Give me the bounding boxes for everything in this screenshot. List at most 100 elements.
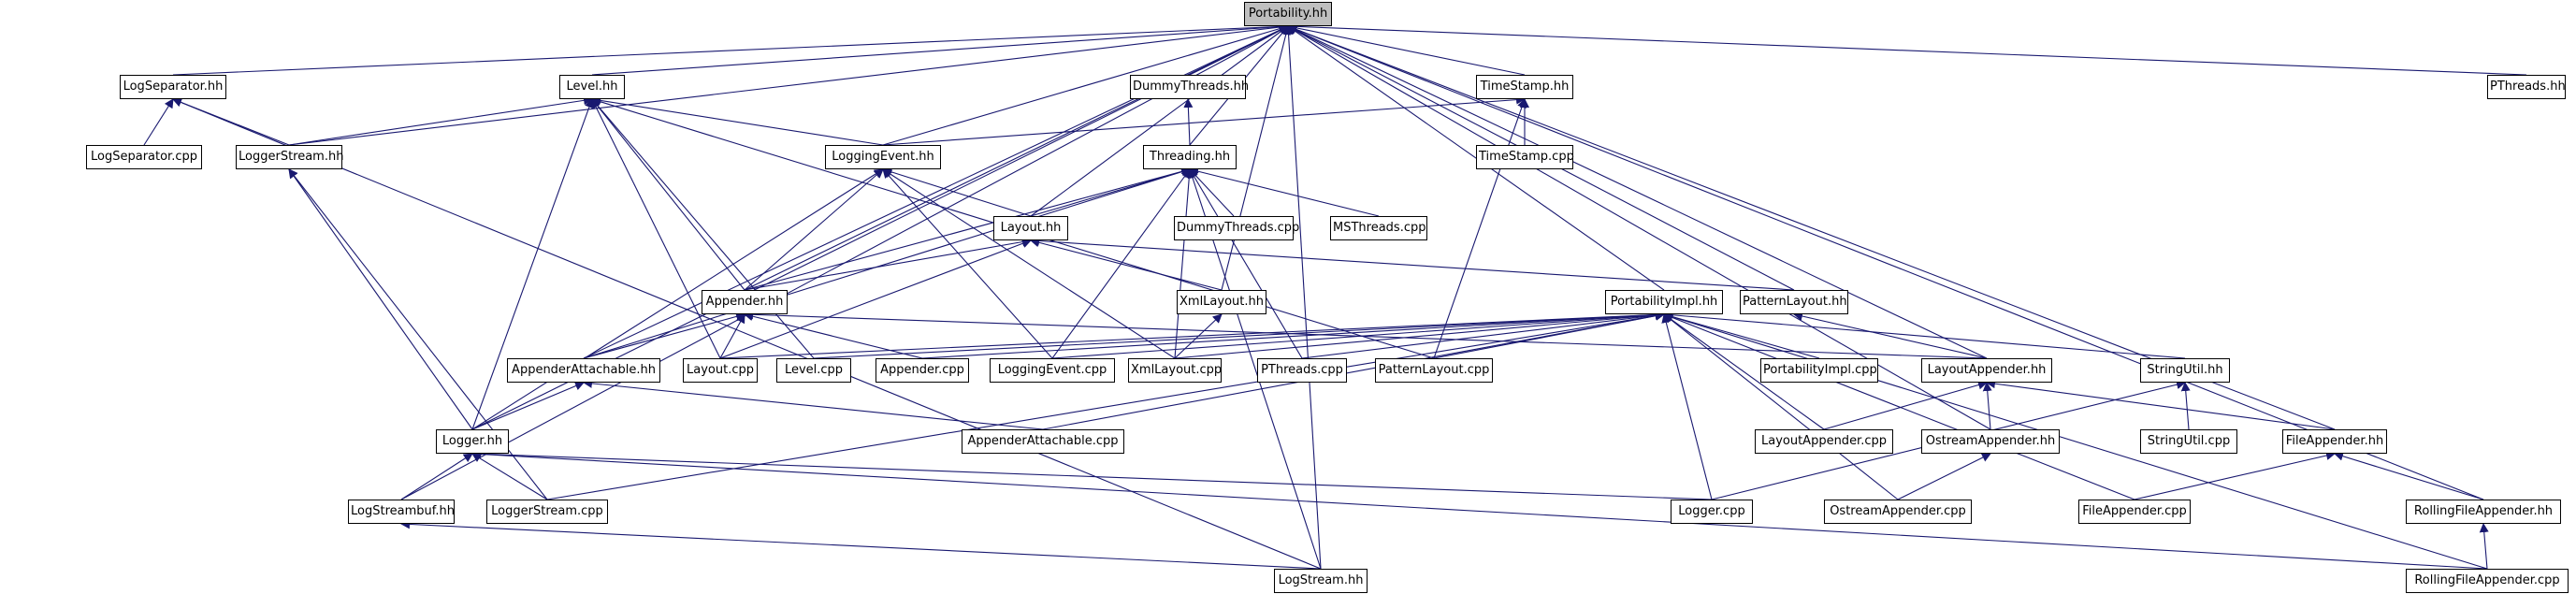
edge-xmllayout_cpp-to-loggingevent_hh bbox=[882, 168, 1176, 359]
node-portabilityimpl-hh[interactable]: PortabilityImpl.hh bbox=[1605, 290, 1723, 314]
node-pthreads-hh[interactable]: PThreads.hh bbox=[2487, 75, 2566, 99]
node-patternlayout-hh[interactable]: PatternLayout.hh bbox=[1740, 290, 1848, 314]
edge-logger_hh-to-loggerstream_hh bbox=[288, 168, 473, 430]
edge-stringutil_cpp-to-stringutil_hh bbox=[2180, 382, 2191, 430]
node-appenderattachable-hh[interactable]: AppenderAttachable.hh bbox=[507, 358, 660, 383]
edge-layout_cpp-to-level_hh bbox=[591, 98, 721, 359]
node-layout-hh[interactable]: Layout.hh bbox=[993, 216, 1068, 240]
edge-appender_hh-to-loggingevent_hh bbox=[744, 168, 884, 291]
node-xmllayout-cpp[interactable]: XmlLayout.cpp bbox=[1128, 358, 1222, 383]
node-rollingfileappender-hh[interactable]: RollingFileAppender.hh bbox=[2406, 500, 2561, 524]
edge-fileappender_cpp-to-portabilityimpl_hh bbox=[1663, 312, 2135, 500]
edge-layout_cpp-to-layout_hh bbox=[719, 239, 1032, 359]
edge-appenderattachable_cpp-to-appenderattachable_hh bbox=[583, 378, 1044, 430]
node-appender-cpp[interactable]: Appender.cpp bbox=[876, 358, 969, 383]
edge-pthreads_hh-to-portability_hh bbox=[1287, 22, 2527, 76]
node-timestamp-hh[interactable]: TimeStamp.hh bbox=[1476, 75, 1573, 99]
edge-layoutappender_cpp-to-portabilityimpl_hh bbox=[1663, 313, 1825, 430]
node-appender-hh[interactable]: Appender.hh bbox=[702, 290, 788, 314]
node-level-hh[interactable]: Level.hh bbox=[559, 75, 625, 99]
edge-pthreads_cpp-to-portabilityimpl_hh bbox=[1301, 311, 1665, 359]
node-ostreamappender-hh[interactable]: OstreamAppender.hh bbox=[1921, 429, 2060, 454]
edge-loggingevent_hh-to-level_hh bbox=[591, 95, 884, 146]
edge-loggingevent_hh-to-portability_hh bbox=[882, 23, 1289, 146]
edge-rollingfileappender_hh-to-fileappender_hh bbox=[2334, 451, 2484, 500]
node-layout-cpp[interactable]: Layout.cpp bbox=[683, 358, 758, 383]
node-ostreamappender-cpp[interactable]: OstreamAppender.cpp bbox=[1824, 500, 1972, 524]
node-portabilityimpl-cpp[interactable]: PortabilityImpl.cpp bbox=[1760, 358, 1878, 383]
edge-rollingfileappender_cpp-to-logger_hh bbox=[471, 449, 2488, 570]
node-dummythreads-hh[interactable]: DummyThreads.hh bbox=[1130, 75, 1249, 99]
edge-logstreambuf_hh-to-logger_hh bbox=[400, 453, 473, 500]
node-logger-hh[interactable]: Logger.hh bbox=[436, 429, 509, 454]
edge-loggingevent_cpp-to-portabilityimpl_hh bbox=[1051, 310, 1665, 359]
node-stringutil-hh[interactable]: StringUtil.hh bbox=[2140, 358, 2230, 383]
edge-msthreads_cpp-to-threading_hh bbox=[1189, 167, 1380, 217]
edge-logger_hh-to-level_hh bbox=[471, 98, 594, 430]
edge-layoutappender_hh-to-portability_hh bbox=[1287, 25, 1988, 359]
node-layoutappender-hh[interactable]: LayoutAppender.hh bbox=[1921, 358, 2052, 383]
node-stringutil-cpp[interactable]: StringUtil.cpp bbox=[2140, 429, 2237, 454]
node-portability-hh[interactable]: Portability.hh bbox=[1244, 2, 1332, 26]
edge-ostreamappender_cpp-to-ostreamappender_hh bbox=[1897, 453, 1991, 500]
edge-level_cpp-to-portabilityimpl_hh bbox=[813, 310, 1665, 359]
node-rollingfileappender-cpp[interactable]: RollingFileAppender.cpp bbox=[2406, 569, 2569, 593]
edge-loggerstream_hh-to-level_hh bbox=[288, 95, 593, 146]
node-logseparator-hh[interactable]: LogSeparator.hh bbox=[120, 75, 226, 99]
edge-logger_hh-to-appenderattachable_hh bbox=[471, 381, 585, 430]
edge-layoutappender_cpp-to-layoutappender_hh bbox=[1823, 380, 1988, 430]
edge-logseparator_hh-to-portability_hh bbox=[172, 22, 1289, 76]
edge-appender_hh-to-threading_hh bbox=[744, 167, 1191, 291]
node-level-cpp[interactable]: Level.cpp bbox=[776, 358, 851, 383]
edge-xmllayout_cpp-to-threading_hh bbox=[1174, 168, 1194, 359]
node-xmllayout-hh[interactable]: XmlLayout.hh bbox=[1177, 290, 1266, 314]
node-loggingevent-cpp[interactable]: LoggingEvent.cpp bbox=[990, 358, 1115, 383]
node-appenderattachable-cpp[interactable]: AppenderAttachable.cpp bbox=[962, 429, 1124, 454]
edge-fileappender_cpp-to-fileappender_hh bbox=[2134, 451, 2336, 500]
node-loggerstream-cpp[interactable]: LoggerStream.cpp bbox=[486, 500, 608, 524]
node-loggingevent-hh[interactable]: LoggingEvent.hh bbox=[825, 145, 941, 169]
node-dummythreads-cpp[interactable]: DummyThreads.cpp bbox=[1174, 216, 1299, 240]
edge-loggerstream_cpp-to-logger_hh bbox=[471, 453, 548, 500]
node-timestamp-cpp[interactable]: TimeStamp.cpp bbox=[1476, 145, 1574, 169]
edge-patternlayout_hh-to-layout_hh bbox=[1030, 236, 1795, 291]
edge-level_hh-to-portability_hh bbox=[591, 22, 1289, 76]
node-logstream-hh[interactable]: LogStream.hh bbox=[1274, 569, 1368, 593]
edge-ostreamappender_cpp-to-portabilityimpl_hh bbox=[1663, 313, 1899, 500]
edge-portabilityimpl_cpp-to-portabilityimpl_hh bbox=[1663, 311, 1820, 359]
edge-appender_hh-to-level_hh bbox=[591, 98, 745, 291]
edge-logger_cpp-to-logger_hh bbox=[471, 449, 1713, 500]
edge-layout_hh-to-portability_hh bbox=[1030, 25, 1289, 217]
node-fileappender-cpp[interactable]: FileAppender.cpp bbox=[2078, 500, 2191, 524]
edge-logstream_hh-to-portability_hh bbox=[1283, 25, 1322, 570]
edge-layoutappender_hh-to-appender_hh bbox=[744, 310, 1988, 359]
edge-xmllayout_cpp-to-portabilityimpl_hh bbox=[1174, 310, 1665, 359]
node-msthreads-cpp[interactable]: MSThreads.cpp bbox=[1330, 216, 1427, 240]
node-logger-cpp[interactable]: Logger.cpp bbox=[1671, 500, 1753, 524]
node-layoutappender-cpp[interactable]: LayoutAppender.cpp bbox=[1755, 429, 1893, 454]
node-loggerstream-hh[interactable]: LoggerStream.hh bbox=[236, 145, 343, 169]
edge-timestamp_hh-to-portability_hh bbox=[1287, 22, 1526, 76]
edge-logstream_hh-to-logseparator_hh bbox=[172, 97, 1322, 570]
edge-appenderattachable_cpp-to-portabilityimpl_hh bbox=[1042, 311, 1665, 430]
node-threading-hh[interactable]: Threading.hh bbox=[1143, 145, 1237, 169]
node-logseparator-cpp[interactable]: LogSeparator.cpp bbox=[86, 145, 202, 169]
node-fileappender-hh[interactable]: FileAppender.hh bbox=[2282, 429, 2387, 454]
edge-fileappender_hh-to-layoutappender_hh bbox=[1986, 379, 2336, 430]
node-logstreambuf-hh[interactable]: LogStreambuf.hh bbox=[348, 500, 455, 524]
edge-logger_hh-to-loggingevent_hh bbox=[471, 168, 884, 430]
edge-rollingfileappender_cpp-to-rollingfileappender_hh bbox=[2479, 523, 2489, 570]
edge-appenderattachable_hh-to-threading_hh bbox=[583, 167, 1191, 359]
edge-logger_cpp-to-portabilityimpl_hh bbox=[1661, 313, 1713, 500]
edge-dummythreads_cpp-to-threading_hh bbox=[1189, 168, 1235, 217]
edge-stringutil_hh-to-portabilityimpl_hh bbox=[1663, 310, 2186, 359]
edge-xmllayout_hh-to-layout_hh bbox=[1030, 238, 1223, 291]
edge-loggerstream_hh-to-portability_hh bbox=[288, 22, 1289, 146]
edge-appender_cpp-to-portabilityimpl_hh bbox=[921, 310, 1665, 359]
edge-loggingevent_hh-to-timestamp_hh bbox=[882, 94, 1526, 146]
edge-appender_cpp-to-appender_hh bbox=[744, 311, 923, 359]
node-patternlayout-cpp[interactable]: PatternLayout.cpp bbox=[1375, 358, 1493, 383]
node-pthreads-cpp[interactable]: PThreads.cpp bbox=[1257, 358, 1347, 383]
edge-loggingevent_cpp-to-loggingevent_hh bbox=[882, 168, 1053, 359]
